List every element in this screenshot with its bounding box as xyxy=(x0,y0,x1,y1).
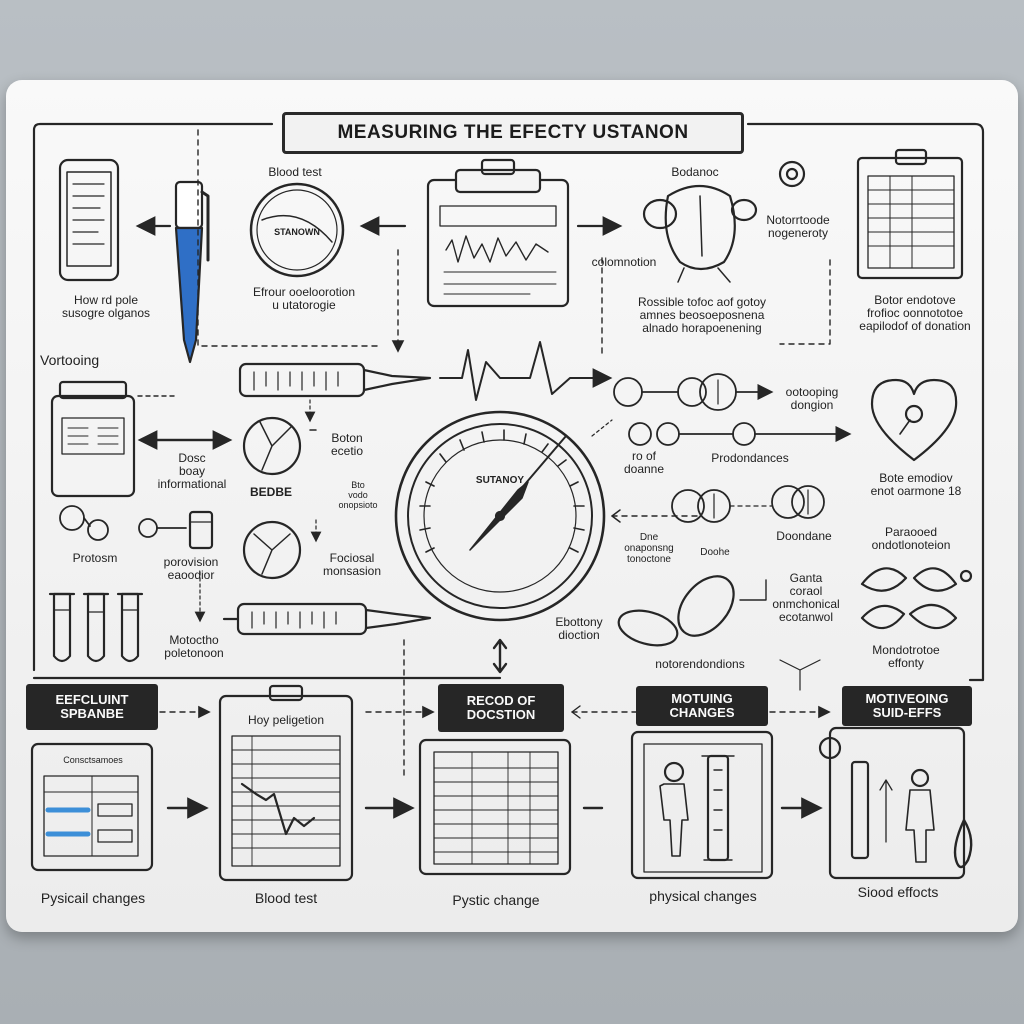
tag-motuing-changes: MOTUING CHANGES xyxy=(636,686,768,726)
label-cons-head: Consctsamoes xyxy=(63,755,123,765)
label-boto-small: Bto vodo onopsioto xyxy=(338,480,378,510)
label-protosm: Protosm xyxy=(72,551,118,565)
page-title: MEASURING THE EFECTY USTANON xyxy=(282,112,744,154)
syringe-bottom-icon xyxy=(222,602,432,636)
label-informational: Dosc boay informational xyxy=(157,451,227,491)
label-dosage-right: Botor endotove frofioc oonnototoe eapilo… xyxy=(859,293,971,333)
caption-physical-changes-1: Pysicail changes xyxy=(40,890,146,906)
label-ootooing: ootooping dongion xyxy=(785,385,839,412)
label-poravision: porovision eaoodior xyxy=(163,555,219,582)
pill-row-1 xyxy=(613,373,774,411)
gear-icon xyxy=(778,160,806,188)
label-bote-emodlov: Bote emodiov enot oarmone 18 xyxy=(870,471,962,498)
ecg-trace xyxy=(439,341,597,401)
tag-motiveoing: MOTIVEOING SUID-EFFS xyxy=(842,686,972,726)
caption-psychic-change: Pystic change xyxy=(452,892,540,908)
pie-dial-bottom-icon xyxy=(242,520,302,580)
label-noteworthy: Notorrtoode nogeneroty xyxy=(766,213,830,240)
label-colommotion: colomnotion xyxy=(591,255,657,269)
label-bodnoc: Bodanoc xyxy=(671,165,719,179)
label-prodondances: Prodondances xyxy=(711,451,789,465)
organ-icon xyxy=(642,185,758,283)
label-bedbe: BEDBE xyxy=(249,485,292,499)
vial-icon xyxy=(188,510,214,550)
organ-sketches-icon xyxy=(860,567,973,630)
label-blood-test-top: Blood test xyxy=(268,165,322,179)
card-physical-changes-1 xyxy=(30,742,154,872)
label-paracoed: Paraooed ondotlonoteion xyxy=(871,525,951,552)
test-tubes-icon xyxy=(48,592,144,663)
label-motootino: Motoctho poletonoon xyxy=(164,633,224,660)
dial-label: STANOWN xyxy=(274,227,320,237)
table-clipboard-icon xyxy=(856,148,964,280)
label-hoy-pel: Hoy peligetion xyxy=(247,713,325,727)
label-vortooing: Vortooing xyxy=(40,352,100,368)
capsules-icon xyxy=(617,575,735,647)
label-mondot: Mondotrotoe effonty xyxy=(872,643,940,670)
central-gauge-icon xyxy=(394,410,606,622)
tag-efflucient: EEFCLUINT SPBANBE xyxy=(26,684,158,730)
card-blood-test xyxy=(218,684,354,882)
label-doohe: Doohe xyxy=(700,547,730,558)
card-physical-changes-2 xyxy=(630,730,774,880)
caption-physical-changes-2: physical changes xyxy=(649,888,757,904)
medicine-bottle-icon xyxy=(50,380,136,498)
tag-record-of-doction: RECOD OF DOCSTION xyxy=(438,684,564,732)
label-possible: Rossible tofoc aof gotoy amnes beosoepos… xyxy=(637,295,767,335)
pill-row-2 xyxy=(591,420,848,445)
label-focional: Fociosal monsasion xyxy=(322,551,382,578)
label-effect-text: Efrour ooeloorotion u utatorogie xyxy=(252,285,356,312)
caption-side-effects: Siood effocts xyxy=(857,884,939,900)
card-side-effects xyxy=(818,726,973,880)
label-ebottony: Ebottony dioction xyxy=(555,615,603,642)
pen-icon xyxy=(174,180,210,364)
gauge-label: SUTANOY xyxy=(475,475,525,486)
label-noteor: notorendondions xyxy=(655,657,745,671)
pill-row-3 xyxy=(671,485,825,523)
outer-frame xyxy=(32,122,985,682)
ecg-clipboard-icon xyxy=(426,158,570,308)
label-one-small: Dne onaponsng tonoctone xyxy=(624,532,674,565)
pie-dial-top-icon xyxy=(242,416,302,476)
blood-test-magnifier-icon xyxy=(249,182,345,278)
label-boton: Boton ecetio xyxy=(330,431,364,458)
caption-blood-test: Blood test xyxy=(254,890,318,906)
syringe-top-icon xyxy=(238,362,432,398)
phone-icon xyxy=(58,158,120,282)
card-psychic-change xyxy=(418,738,572,876)
label-of-doanne: ro of doanne xyxy=(623,449,665,476)
label-doondane: Doondane xyxy=(776,529,832,543)
stethoscope-icon xyxy=(59,505,187,541)
label-hour-note: How rd pole susogre olganos xyxy=(61,293,151,320)
heart-icon xyxy=(870,378,958,462)
label-control: Ganta coraol onmchonical ecotanwol xyxy=(772,571,840,624)
